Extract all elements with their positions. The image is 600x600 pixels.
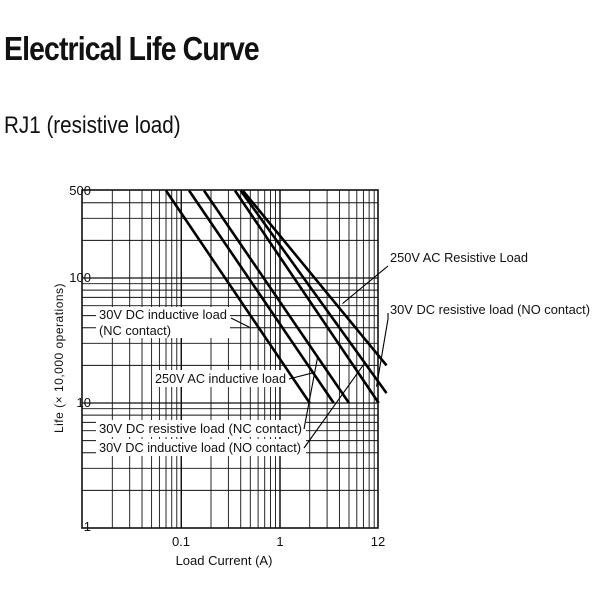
series-lines — [164, 189, 388, 404]
leader-line — [303, 364, 364, 449]
plot-frame — [81, 189, 379, 529]
series-line — [239, 189, 388, 394]
x-tick-label: 12 — [371, 534, 385, 549]
annotation-label: 250V AC inductive load — [155, 371, 286, 386]
leader-line — [230, 317, 250, 328]
x-tick-labels: 0.1 1 12 — [172, 534, 385, 549]
x-tick-label: 0.1 — [172, 534, 190, 549]
label-background — [96, 420, 306, 437]
annotation-labels: 250V AC Resistive Load 30V DC resistive … — [99, 250, 590, 455]
y-tick-label: 1 — [84, 519, 91, 534]
annotation-label: (NC contact) — [99, 323, 171, 338]
annotation-label: 30V DC resistive load (NO contact) — [390, 302, 590, 317]
series-line — [241, 189, 388, 367]
page-title: Electrical Life Curve — [4, 30, 260, 67]
x-tick-label: 1 — [276, 534, 283, 549]
series-line — [233, 189, 380, 404]
y-axis-label: Life (× 10,000 operations) — [52, 283, 66, 433]
y-tick-labels: 1 10 100 500 — [69, 183, 91, 534]
label-background — [96, 307, 230, 338]
leader-line — [342, 265, 389, 304]
leader-line — [288, 372, 313, 380]
leader-lines — [230, 265, 389, 449]
plot-frame-group — [81, 189, 379, 529]
series-line — [202, 189, 351, 404]
label-background — [152, 370, 290, 387]
label-background — [96, 439, 306, 456]
y-tick-label: 10 — [77, 395, 91, 410]
annotation-label: 30V DC inductive load — [99, 307, 227, 322]
x-axis-label: Load Current (A) — [176, 553, 273, 568]
y-tick-label: 500 — [69, 183, 91, 198]
series-line — [164, 189, 311, 404]
leader-line — [375, 313, 389, 387]
y-tick-label: 100 — [69, 270, 91, 285]
chart-subtitle: RJ1 (resistive load) — [4, 112, 181, 139]
grid-lines — [82, 190, 378, 528]
annotation-label: 250V AC Resistive Load — [390, 250, 528, 265]
series-line — [188, 189, 335, 404]
leader-line — [303, 356, 319, 430]
annotation-label: 30V DC inductive load (NO contact) — [99, 440, 301, 455]
annotation-label: 30V DC resistive load (NC contact) — [99, 421, 302, 436]
